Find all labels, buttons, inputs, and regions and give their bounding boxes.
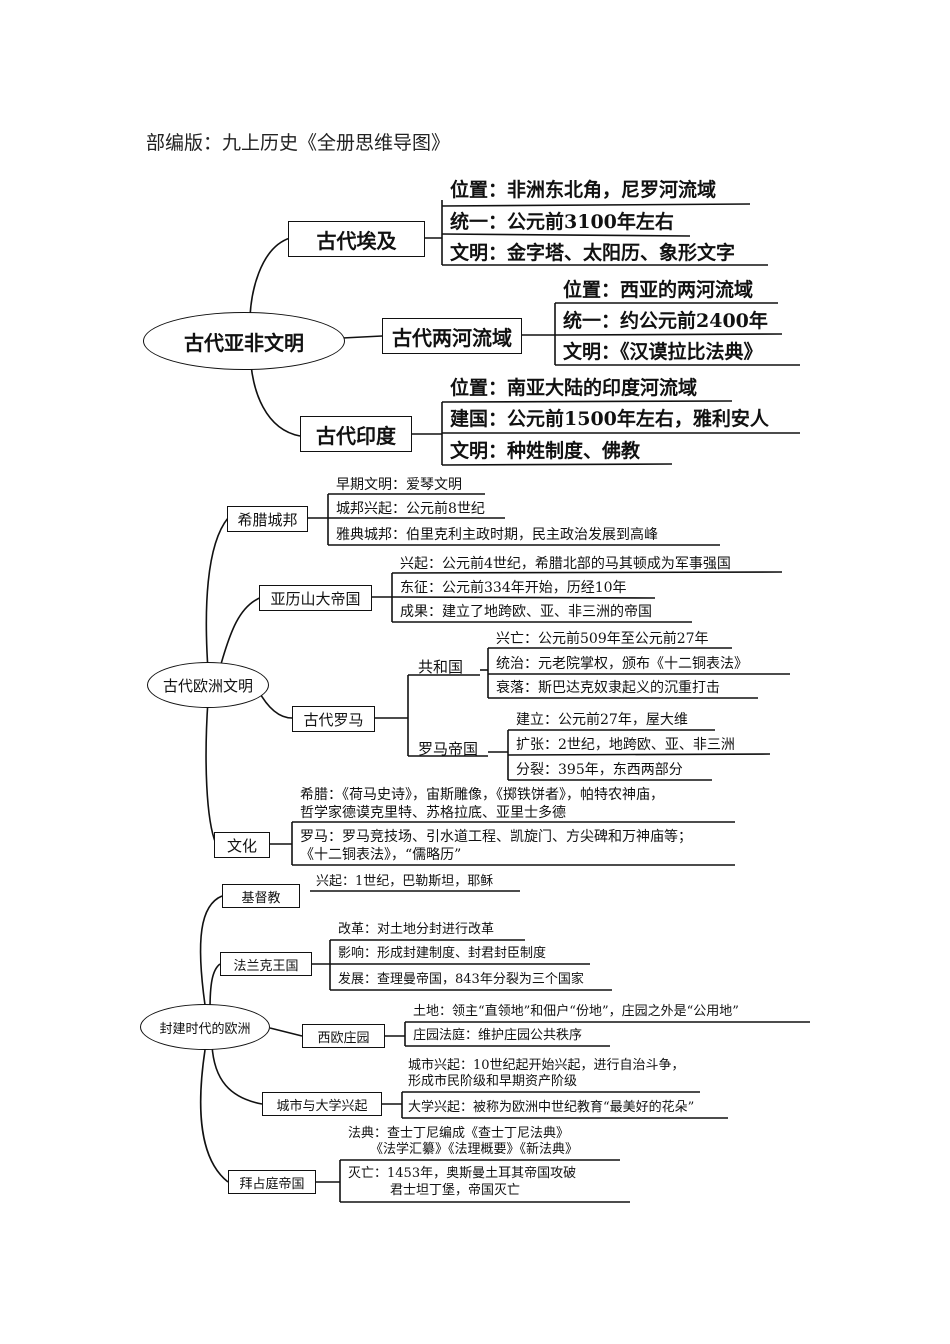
leaf-byz-fall-1: 灭亡：1453年，奥斯曼土耳其帝国攻破 (348, 1166, 577, 1181)
node-mesopotamia: 古代两河流域 (382, 318, 522, 354)
leaf-alex-result: 成果：建立了地跨欧、亚、非三洲的帝国 (400, 604, 652, 620)
leaf-greece-early: 早期文明：爱琴文明 (336, 477, 462, 493)
leaf-alex-campaign: 东征：公元前334年开始，历经10年 (400, 580, 627, 596)
node-roman-republic: 共和国 (418, 658, 464, 676)
node-ancient-rome: 古代罗马 (292, 706, 375, 732)
node-greek-city-states: 希腊城邦 (227, 506, 308, 532)
leaf-empire-expansion: 扩张：2世纪，地跨欧、亚、非三洲 (516, 737, 735, 753)
root-ancient-europe: 古代欧洲文明 (147, 662, 269, 708)
leaf-greece-rise: 城邦兴起：公元前8世纪 (336, 501, 485, 517)
leaf-city-rise-2: 形成市民阶级和早期资产阶级 (408, 1074, 578, 1089)
node-roman-empire: 罗马帝国 (418, 740, 479, 758)
leaf-republic-rule: 统治：元老院掌权，颁布《十二铜表法》 (496, 656, 748, 672)
node-culture: 文化 (214, 832, 270, 858)
leaf-culture-greece-1: 希腊：《荷马史诗》，宙斯雕像，《掷铁饼者》，帕特农神庙， (300, 787, 664, 803)
leaf-byz-code-2: 《法学汇纂》《法理概要》《新法典》 (370, 1142, 579, 1157)
node-byzantine-empire: 拜占庭帝国 (228, 1170, 316, 1194)
leaf-egypt-civilization: 文明：金字塔、太阳历、象形文字 (450, 242, 736, 264)
leaf-egypt-unification: 统一：公元前3100年左右 (450, 211, 674, 233)
node-ancient-india: 古代印度 (300, 416, 412, 452)
leaf-byz-code-1: 法典：查士丁尼编成《查士丁尼法典》 (348, 1126, 570, 1141)
leaf-republic-span: 兴亡：公元前509年至公元前27年 (496, 631, 709, 647)
node-western-manor: 西欧庄园 (302, 1024, 385, 1048)
leaf-frank-impact: 影响：形成封建制度、封君封臣制度 (338, 946, 547, 961)
leaf-alex-rise: 兴起：公元前4世纪，希腊北部的马其顿成为军事强国 (400, 556, 731, 572)
leaf-frank-reform: 改革：对土地分封进行改革 (338, 922, 495, 937)
leaf-republic-decline: 衰落：斯巴达克奴隶起义的沉重打击 (496, 680, 720, 696)
root-feudal-europe: 封建时代的欧洲 (140, 1004, 270, 1050)
leaf-culture-rome-1: 罗马：罗马竞技场、引水道工程、凯旋门、方尖碑和万神庙等； (300, 829, 692, 845)
leaf-meso-location: 位置：西亚的两河流域 (563, 279, 754, 301)
leaf-university-rise: 大学兴起：被称为欧洲中世纪教育“最美好的花朵” (408, 1100, 695, 1115)
node-ancient-egypt: 古代埃及 (288, 221, 425, 257)
leaf-manor-land: 土地：领主“直领地”和佃户“份地”，庄园之外是“公用地” (413, 1004, 739, 1019)
leaf-culture-greece-2: 哲学家德谟克里特、苏格拉底、亚里士多德 (300, 805, 566, 821)
node-christianity: 基督教 (222, 884, 300, 908)
page-title: 部编版：九上历史《全册思维导图》 (146, 132, 451, 154)
leaf-manor-court: 庄园法庭：维护庄园公共秩序 (413, 1028, 583, 1043)
leaf-india-founding: 建国：公元前1500年左右，雅利安人 (450, 408, 769, 430)
leaf-meso-unification: 统一：约公元前2400年 (563, 310, 768, 332)
leaf-egypt-location: 位置：非洲东北角，尼罗河流域 (450, 179, 717, 201)
leaf-india-civilization: 文明：种姓制度、佛教 (450, 440, 641, 462)
node-frankish-kingdom: 法兰克王国 (220, 952, 312, 976)
leaf-culture-rome-2: 《十二铜表法》，“儒略历” (300, 847, 462, 863)
leaf-greece-athens: 雅典城邦：伯里克利主政时期，民主政治发展到高峰 (336, 527, 658, 543)
leaf-empire-split: 分裂：395年，东西两部分 (516, 762, 683, 778)
leaf-meso-civilization: 文明：《汉谟拉比法典》 (563, 341, 763, 363)
leaf-city-rise-1: 城市兴起：10世纪起开始兴起，进行自治斗争， (408, 1058, 685, 1073)
node-alexander-empire: 亚历山大帝国 (259, 585, 372, 611)
leaf-india-location: 位置：南亚大陆的印度河流域 (450, 377, 698, 399)
leaf-christ-rise: 兴起：1世纪，巴勒斯坦，耶稣 (316, 874, 494, 889)
leaf-empire-founding: 建立：公元前27年，屋大维 (516, 712, 688, 728)
node-cities-universities: 城市与大学兴起 (262, 1092, 382, 1116)
leaf-byz-fall-2: 君士坦丁堡，帝国灭亡 (390, 1183, 521, 1198)
root-ancient-asia-africa: 古代亚非文明 (143, 312, 345, 370)
leaf-frank-development: 发展：查理曼帝国，843年分裂为三个国家 (338, 972, 584, 987)
